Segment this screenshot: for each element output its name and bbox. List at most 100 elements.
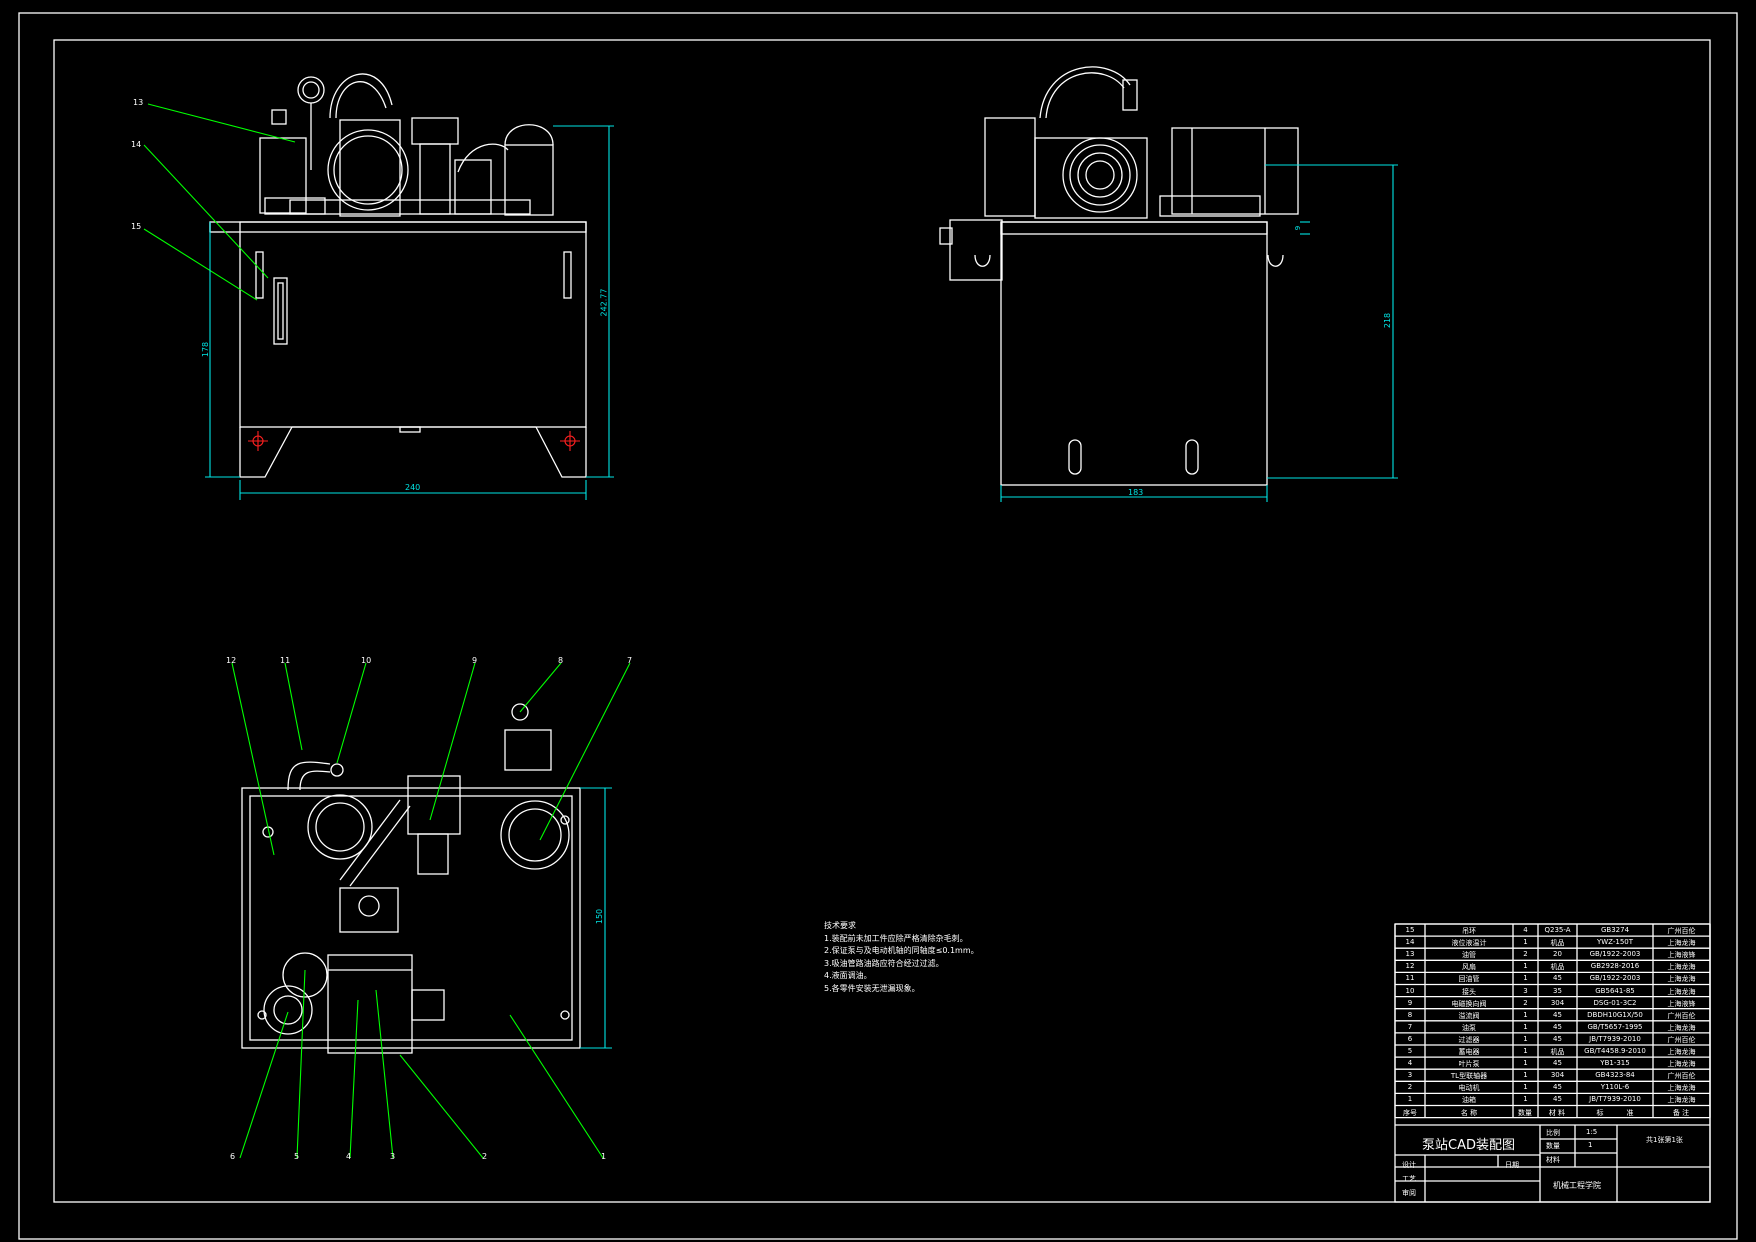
callout-12: 12	[226, 656, 237, 665]
parts-cell-name: 油箱	[1462, 1096, 1476, 1105]
tech-requirements: 技术要求 1.装配前未加工件应除严格清除杂毛刺。 2.保证泵与及电动机轴的同轴度…	[824, 920, 979, 995]
parts-cell-no: 6	[1407, 1034, 1413, 1043]
parts-header-cell: 数量	[1518, 1108, 1532, 1117]
parts-cell-standard: GB4323-84	[1595, 1071, 1635, 1080]
parts-cell-name: 叶片泵	[1458, 1060, 1480, 1069]
parts-cell-qty: 1	[1523, 974, 1528, 983]
outer-frame	[18, 12, 1738, 1240]
parts-cell-name: 吊环	[1462, 927, 1476, 935]
scale-label: 比例	[1546, 1129, 1560, 1137]
parts-cell-material: 机品	[1550, 963, 1565, 972]
parts-cell-material: 机品	[1550, 939, 1565, 948]
parts-cell-standard: Y110L-6	[1600, 1083, 1630, 1092]
parts-cell-material: 机品	[1550, 1048, 1565, 1056]
tech-req-title: 技术要求	[824, 921, 856, 930]
parts-cell-name: 蓄电器	[1458, 1048, 1480, 1056]
parts-cell-no: 9	[1407, 998, 1413, 1007]
parts-cell-qty: 4	[1523, 926, 1528, 934]
parts-cell-qty: 2	[1523, 950, 1528, 959]
parts-cell-standard: DSG-01-3C2	[1593, 998, 1637, 1007]
parts-cell-note: 上海龙海	[1667, 939, 1696, 948]
parts-header-cell: 名 称	[1460, 1108, 1478, 1117]
inner-frame	[53, 39, 1711, 1203]
parts-cell-name: 接头	[1462, 987, 1476, 996]
parts-cell-note: 广州百伦	[1667, 1011, 1696, 1020]
parts-cell-no: 15	[1405, 926, 1415, 934]
parts-cell-no: 8	[1407, 1010, 1413, 1019]
callout-5: 5	[294, 1152, 300, 1161]
callout-8: 8	[558, 656, 564, 665]
parts-cell-note: 上海液锋	[1667, 999, 1696, 1008]
parts-cell-standard: JB/T7939-2010	[1589, 1095, 1641, 1104]
parts-cell-no: 13	[1405, 950, 1415, 959]
parts-cell-no: 12	[1405, 962, 1415, 971]
parts-cell-note: 上海龙海	[1667, 1084, 1696, 1093]
dim-side-small: 9	[1294, 225, 1303, 231]
parts-table-frame	[1394, 923, 1711, 1203]
callout-7: 7	[627, 656, 633, 665]
parts-cell-name: 电动机	[1458, 1084, 1480, 1093]
parts-cell-no: 3	[1407, 1071, 1413, 1080]
callout-15: 15	[131, 222, 142, 231]
parts-cell-standard: GB5641-85	[1595, 986, 1635, 995]
parts-header-cell: 序号	[1403, 1108, 1417, 1117]
parts-cell-material: 45	[1553, 1034, 1562, 1043]
parts-cell-no: 4	[1407, 1059, 1413, 1068]
material-label: 材料	[1546, 1156, 1560, 1164]
parts-cell-material: 45	[1553, 1083, 1562, 1092]
parts-cell-note: 上海龙海	[1667, 1096, 1696, 1105]
parts-cell-qty: 1	[1523, 938, 1528, 947]
tech-req-line: 3.吸油管路油路应符合经过过滤。	[824, 958, 944, 968]
side-view	[939, 66, 1398, 502]
check-label: 审阅	[1402, 1189, 1416, 1197]
parts-cell-material: 45	[1553, 1059, 1562, 1068]
parts-cell-standard: GB/T5657-1995	[1587, 1022, 1643, 1031]
parts-cell-qty: 1	[1523, 1071, 1528, 1080]
parts-cell-standard: GB/T4458.9-2010	[1584, 1047, 1646, 1055]
parts-cell-note: 广州百伦	[1667, 1035, 1696, 1044]
callout-6: 6	[230, 1152, 236, 1161]
parts-cell-note: 上海龙海	[1667, 1060, 1696, 1069]
callout-2: 2	[482, 1152, 488, 1161]
parts-cell-name: 电磁换向阀	[1451, 999, 1487, 1008]
parts-cell-note: 上海龙海	[1667, 963, 1696, 972]
parts-cell-standard: GB2928-2016	[1590, 962, 1640, 971]
parts-cell-material: 45	[1553, 1095, 1562, 1104]
parts-cell-standard: GB/1922-2003	[1589, 974, 1641, 983]
dim-top-depth: 150	[595, 908, 605, 925]
drawing-title: 泵站CAD装配图	[1422, 1138, 1515, 1153]
parts-cell-material: 45	[1553, 1022, 1562, 1031]
parts-cell-material: 35	[1553, 986, 1562, 995]
callout-13: 13	[133, 98, 144, 107]
tech-req-line: 1.装配前未加工件应除严格清除杂毛刺。	[824, 933, 968, 943]
parts-cell-no: 10	[1405, 986, 1415, 995]
callout-9: 9	[472, 656, 478, 665]
parts-cell-note: 上海液锋	[1667, 951, 1696, 960]
parts-cell-material: 20	[1553, 950, 1562, 959]
callout-1: 1	[601, 1152, 607, 1161]
parts-cell-name: 液位液温计	[1451, 939, 1487, 948]
parts-cell-standard: GB3274	[1600, 926, 1630, 934]
parts-cell-name: 过滤器	[1458, 1035, 1480, 1044]
tech-req-line: 2.保证泵与及电动机轴的同轴度≤0.1mm。	[824, 946, 979, 955]
design-label: 设计	[1402, 1161, 1416, 1169]
qty-value: 1	[1588, 1141, 1593, 1149]
parts-cell-material: 45	[1553, 1010, 1562, 1019]
parts-cell-name: 油泵	[1462, 1023, 1476, 1032]
dim-front-height: 178	[201, 341, 211, 358]
top-view	[231, 662, 631, 1159]
dim-side-width: 183	[1128, 488, 1144, 497]
parts-cell-qty: 1	[1523, 1047, 1528, 1055]
parts-cell-qty: 2	[1523, 998, 1528, 1007]
parts-cell-qty: 1	[1523, 1095, 1528, 1104]
parts-cell-material: 45	[1553, 974, 1562, 983]
tech-req-line: 4.液面调油。	[824, 971, 872, 980]
parts-cell-no: 7	[1407, 1022, 1413, 1031]
qty-label: 数量	[1546, 1142, 1560, 1150]
front-view	[143, 73, 614, 500]
parts-cell-no: 14	[1405, 938, 1415, 947]
scale-value: 1:5	[1586, 1128, 1598, 1136]
parts-cell-standard: GB/1922-2003	[1589, 950, 1641, 959]
parts-cell-no: 5	[1407, 1047, 1413, 1055]
parts-cell-qty: 3	[1523, 986, 1528, 995]
